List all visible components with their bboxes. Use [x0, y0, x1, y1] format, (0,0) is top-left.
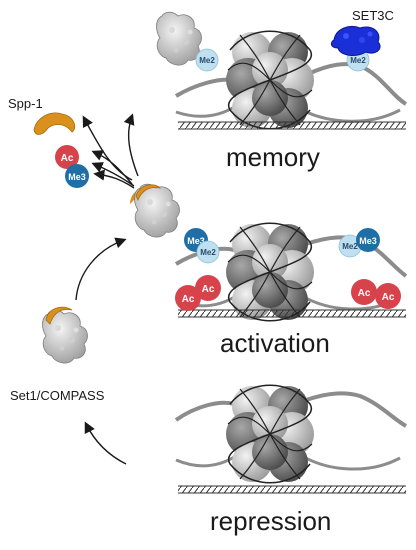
svg-text:Ac: Ac — [202, 284, 215, 295]
svg-text:Me2: Me2 — [350, 56, 366, 65]
spp1-label: Spp-1 — [8, 96, 43, 111]
activation-ac-4: Ac — [375, 283, 401, 309]
svg-text:Ac: Ac — [182, 294, 195, 305]
activation-me3-right: Me3 — [356, 228, 380, 252]
spp1-shape — [33, 112, 76, 135]
compass-complex-active — [130, 183, 180, 238]
repression-label: repression — [210, 506, 331, 536]
memory-panel: Me2 Me2 SET3C memory — [156, 8, 408, 172]
repression-panel: repression — [174, 384, 408, 536]
svg-text:Me3: Me3 — [187, 236, 205, 246]
set3c-label: SET3C — [352, 8, 394, 23]
release-arrows — [82, 113, 139, 189]
released-ac-mark: Ac — [55, 145, 79, 169]
svg-text:Me3: Me3 — [68, 172, 86, 182]
svg-text:Ac: Ac — [61, 153, 74, 164]
activation-ac-3: Ac — [351, 279, 377, 305]
activation-label: activation — [220, 328, 330, 358]
activation-me2-left: Me2 — [196, 240, 220, 264]
memory-me2-left: Me2 — [195, 48, 219, 72]
activation-panel: Me3 Me2 Me2 Me3 Ac Ac Ac Ac ac — [174, 222, 408, 358]
cycle-arrow-repression — [84, 421, 127, 465]
svg-text:Ac: Ac — [358, 288, 371, 299]
released-me3-mark: Me3 — [65, 164, 89, 188]
svg-text:Me2: Me2 — [342, 242, 358, 251]
svg-text:Ac: Ac — [382, 292, 395, 303]
compass-complex-free — [42, 306, 88, 364]
compass-label: Set1/COMPASS — [10, 388, 105, 403]
svg-text:Me2: Me2 — [200, 248, 216, 257]
memory-label: memory — [226, 142, 320, 172]
svg-text:Me3: Me3 — [359, 236, 377, 246]
cycle-arrow-up — [75, 237, 127, 301]
activation-ac-2: Ac — [195, 275, 221, 301]
activation-ac-1: Ac — [175, 285, 201, 311]
svg-text:Me2: Me2 — [199, 56, 215, 65]
set3c-complex — [330, 26, 381, 56]
